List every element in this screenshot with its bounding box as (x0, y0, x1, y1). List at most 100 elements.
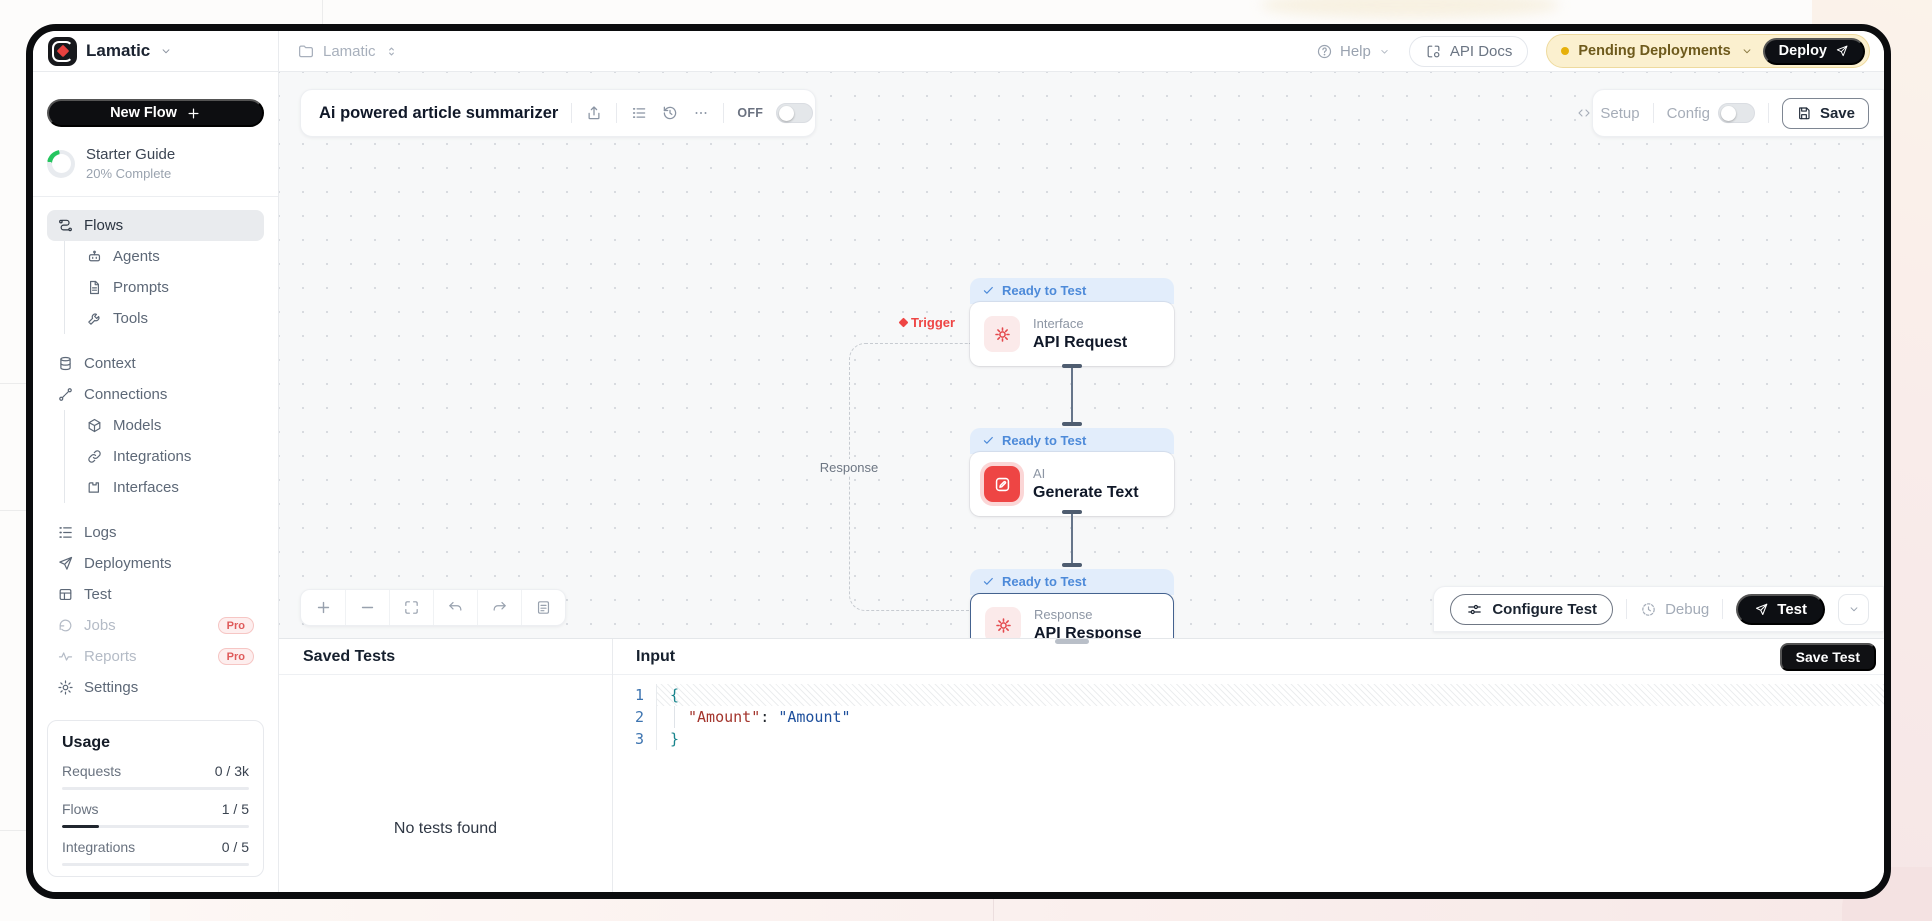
models-icon (88, 418, 101, 433)
sidebar-item-flows[interactable]: Flows (47, 210, 264, 241)
usage-row-flows: Flows 1 / 5 (62, 801, 249, 828)
sidebar-item-deployments[interactable]: Deployments (47, 548, 264, 579)
usage-label: Flows (62, 801, 99, 817)
history-icon[interactable] (661, 104, 679, 122)
test-options-button[interactable] (1838, 593, 1869, 625)
connections-icon (59, 388, 72, 401)
breadcrumb[interactable]: Lamatic (297, 42, 399, 60)
debug-clock-icon (1642, 602, 1655, 616)
chevron-down-icon[interactable] (159, 44, 173, 58)
deploy-button[interactable]: Deploy (1762, 37, 1865, 65)
node-api-request[interactable]: Ready to Test Interface API Request (970, 278, 1174, 366)
check-icon (983, 436, 993, 444)
sidebar-item-interfaces[interactable]: Interfaces (65, 472, 264, 503)
sidebar-item-prompts[interactable]: Prompts (65, 272, 264, 303)
app-window: Lamatic Lamatic (26, 24, 1891, 899)
code-icon (1578, 109, 1590, 117)
api-docs-button[interactable]: API Docs (1408, 35, 1529, 67)
node-generate-text[interactable]: Ready to Test AI Generate Text (970, 428, 1174, 516)
test-button[interactable]: Test (1736, 593, 1825, 625)
check-icon (983, 286, 993, 294)
workspace-name: Lamatic (86, 41, 151, 60)
flow-enable-toggle[interactable] (776, 103, 814, 123)
sidebar-item-label: Tools (113, 310, 149, 327)
usage-label: Integrations (62, 839, 136, 855)
save-test-button[interactable]: Save Test (1779, 642, 1876, 671)
json-input-editor[interactable]: 1 { 2 "Amount": "Amount" 3 } (613, 684, 1884, 750)
flow-title-bar: Ai powered article summarizer (300, 89, 816, 137)
folder-icon (297, 42, 315, 60)
sidebar-item-settings[interactable]: Settings (47, 672, 264, 703)
fit-view-button[interactable] (389, 590, 433, 625)
configure-test-button[interactable]: Configure Test (1450, 593, 1614, 625)
code-line[interactable]: 2 "Amount": "Amount" (613, 706, 1884, 728)
progress-ring (47, 149, 75, 178)
code-line[interactable]: 1 { (613, 684, 1884, 706)
input-panel: Input Save Test 1 { 2 "Amount": "Amount" (613, 639, 1884, 892)
sidebar-item-connections[interactable]: Connections (47, 379, 264, 410)
new-flow-button[interactable]: New Flow (47, 99, 264, 127)
node-connector-handle[interactable] (1055, 639, 1089, 644)
test-panel: Saved Tests No tests found Input Save Te… (279, 638, 1884, 892)
sort-updown-icon[interactable] (384, 44, 399, 59)
edge-connector (1062, 510, 1082, 567)
sidebar-item-logs[interactable]: Logs (47, 517, 264, 548)
workspace-switcher[interactable]: Lamatic (33, 31, 279, 71)
sidebar-item-agents[interactable]: Agents (65, 241, 264, 272)
config-toggle-group: Config (1667, 103, 1755, 123)
zoom-out-button[interactable] (345, 590, 389, 625)
trigger-spark-icon (898, 317, 909, 328)
sidebar-item-label: Test (84, 586, 112, 603)
background-divider (993, 897, 994, 921)
flow-canvas[interactable]: Trigger Response Ready to Test (279, 72, 1884, 638)
code-line[interactable]: 3 } (613, 728, 1884, 750)
save-button[interactable]: Save (1781, 97, 1869, 129)
help-icon (1316, 43, 1333, 60)
background-divider (0, 383, 26, 384)
sidebar-item-label: Deployments (84, 555, 172, 572)
pending-deployments-pill[interactable]: Pending Deployments Deploy (1546, 34, 1870, 68)
node-name: Generate Text (1033, 484, 1139, 501)
sidebar-item-label: Agents (113, 248, 160, 265)
zoom-in-button[interactable] (301, 590, 345, 625)
edge-connector (1062, 364, 1082, 426)
node-name: API Response (1034, 625, 1142, 638)
usage-value: 0 / 5 (221, 839, 249, 855)
redo-button[interactable] (477, 590, 521, 625)
sidebar-item-models[interactable]: Models (65, 410, 264, 441)
sidebar-item-jobs[interactable]: Jobs Pro (47, 610, 264, 641)
save-disk-icon (1799, 107, 1810, 120)
node-api-response[interactable]: Ready to Test Response API Response (970, 569, 1174, 638)
sidebar-item-label: Jobs (84, 617, 116, 634)
canvas-toolbar (300, 589, 566, 626)
sidebar-item-context[interactable]: Context (47, 348, 264, 379)
sidebar-item-reports[interactable]: Reports Pro (47, 641, 264, 672)
flow-title: Ai powered article summarizer (319, 103, 559, 122)
connections-subgroup: Models Integrations Interfaces (64, 410, 264, 503)
flow-config-bar: Setup Config Save (1578, 89, 1884, 137)
context-icon (60, 356, 71, 371)
agents-icon (88, 250, 101, 262)
more-options-icon[interactable] (692, 104, 710, 122)
sidebar-item-label: Reports (84, 648, 137, 665)
notes-button[interactable] (521, 590, 565, 625)
sidebar-item-integrations[interactable]: Integrations (65, 441, 264, 472)
share-icon[interactable] (585, 104, 603, 122)
chevron-down-icon[interactable] (1740, 44, 1754, 58)
starter-guide[interactable]: Starter Guide 20% Complete (47, 146, 264, 181)
config-toggle[interactable] (1717, 103, 1755, 123)
usage-value: 0 / 3k (214, 763, 249, 779)
setup-button[interactable]: Setup (1576, 105, 1640, 122)
sidebar-item-tools[interactable]: Tools (65, 303, 264, 334)
topbar: Lamatic Lamatic (33, 31, 1884, 72)
help-menu[interactable]: Help (1316, 43, 1391, 60)
usage-bar (62, 787, 249, 790)
debug-button[interactable]: Debug (1640, 601, 1709, 618)
sidebar-item-label: Flows (84, 217, 124, 234)
response-edge (849, 343, 970, 611)
undo-button[interactable] (433, 590, 477, 625)
list-view-icon[interactable] (630, 104, 648, 122)
sidebar-item-test[interactable]: Test (47, 579, 264, 610)
api-docs-label: API Docs (1449, 42, 1513, 60)
help-label: Help (1339, 42, 1371, 60)
